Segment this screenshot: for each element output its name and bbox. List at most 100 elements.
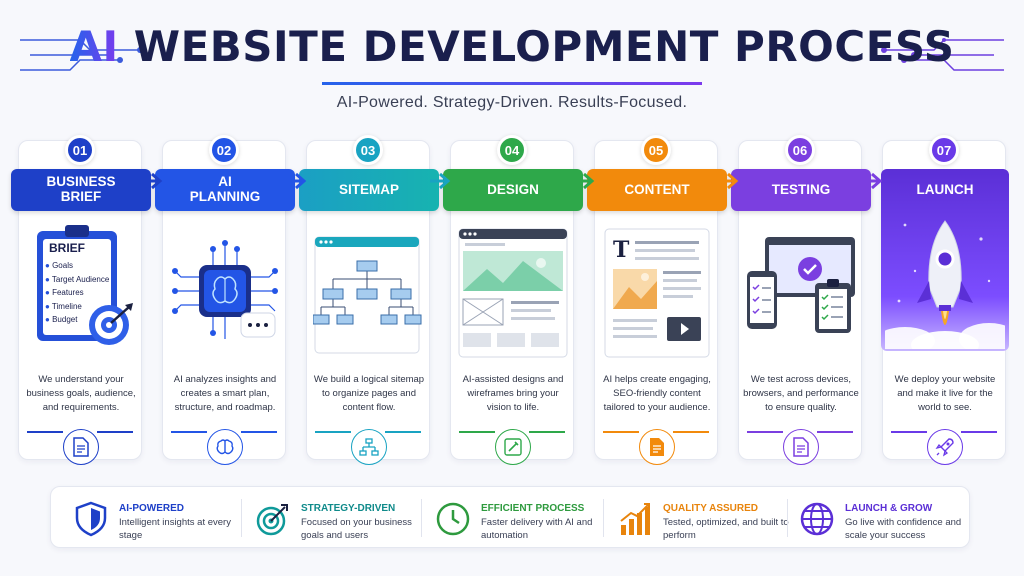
step-card-5: 05 CONTENT T AI helps create engaging, S… bbox=[587, 135, 727, 465]
title-underline bbox=[322, 82, 702, 85]
separator bbox=[421, 499, 422, 537]
title-rest: WEBSITE DEVELOPMENT PROCESS bbox=[133, 22, 955, 71]
step-number: 04 bbox=[497, 135, 527, 165]
brief-item: ● Goals bbox=[45, 261, 73, 270]
feature-efficient-process: EFFICIENT PROCESS Faster delivery with A… bbox=[435, 495, 615, 541]
feature-launch-grow: LAUNCH & GROW Go live with confidence an… bbox=[799, 495, 979, 541]
step-description: AI helps create engaging, SEO-friendly c… bbox=[603, 374, 711, 413]
brief-heading: BRIEF bbox=[49, 241, 85, 255]
arrow-icon bbox=[430, 172, 451, 190]
step-title: LAUNCH bbox=[916, 181, 974, 197]
brain-icon bbox=[207, 429, 243, 465]
feature-desc: Focused on your business goals and users bbox=[301, 517, 412, 541]
brief-list: ● Goals ● Target Audience ● Features ● T… bbox=[45, 259, 109, 327]
separator bbox=[787, 499, 788, 537]
step-title: TESTING bbox=[731, 169, 871, 211]
step-card-4: 04 DESIGN AI-assisted designs and wirefr… bbox=[443, 135, 583, 465]
page-title: AI WEBSITE DEVELOPMENT PROCESS bbox=[0, 22, 1024, 71]
rocket-icon bbox=[927, 429, 963, 465]
checklist-icon bbox=[783, 429, 819, 465]
sitemap-window-illustration bbox=[313, 236, 422, 354]
step-title: CONTENT bbox=[587, 169, 727, 211]
launch-panel bbox=[881, 169, 1009, 351]
feature-quality-assured: QUALITY ASSURED Tested, optimized, and b… bbox=[617, 495, 797, 541]
content-page-illustration: T bbox=[604, 228, 710, 358]
separator bbox=[603, 499, 604, 537]
feature-name: EFFICIENT PROCESS bbox=[481, 503, 585, 514]
testing-devices-illustration bbox=[747, 237, 855, 333]
svg-text:T: T bbox=[613, 237, 630, 263]
feature-name: AI-POWERED bbox=[119, 503, 184, 514]
title-highlight: AI bbox=[69, 22, 119, 71]
page-subtitle: AI-Powered. Strategy-Driven. Results-Foc… bbox=[336, 94, 688, 111]
rocket-illustration bbox=[885, 220, 1005, 349]
step-description: We build a logical sitemap to organize p… bbox=[313, 374, 425, 413]
divider bbox=[171, 431, 207, 433]
clock-icon bbox=[436, 502, 470, 536]
arrow-icon bbox=[862, 172, 883, 190]
step-description: We understand your business goals, audie… bbox=[26, 374, 136, 413]
feature-desc: Faster delivery with AI and automation bbox=[481, 517, 593, 541]
brief-item: ● Budget bbox=[45, 315, 78, 324]
divider bbox=[459, 431, 495, 433]
feature-desc: Go live with confidence and scale your s… bbox=[845, 517, 962, 541]
divider bbox=[385, 431, 421, 433]
step-number: 06 bbox=[785, 135, 815, 165]
arrow-icon bbox=[142, 172, 163, 190]
step-card-6: 06 TESTING We test across devices, brows… bbox=[731, 135, 871, 465]
content-icon bbox=[639, 429, 675, 465]
divider bbox=[27, 431, 63, 433]
separator bbox=[241, 499, 242, 537]
feature-name: QUALITY ASSURED bbox=[663, 503, 759, 514]
circuit-decoration-left bbox=[20, 38, 143, 71]
divider bbox=[603, 431, 639, 433]
divider bbox=[961, 431, 997, 433]
growth-chart-icon bbox=[620, 503, 650, 535]
divider bbox=[529, 431, 565, 433]
divider bbox=[241, 431, 277, 433]
brief-item: ● Timeline bbox=[45, 301, 82, 311]
ai-brain-chip-icon bbox=[172, 240, 278, 339]
feature-desc: Tested, optimized, and built to perform bbox=[663, 517, 789, 541]
divider bbox=[817, 431, 853, 433]
step-title: DESIGN bbox=[443, 169, 583, 211]
target-icon bbox=[256, 504, 288, 536]
sitemap-icon bbox=[351, 429, 387, 465]
step-number: 07 bbox=[929, 135, 959, 165]
arrow-icon bbox=[286, 172, 307, 190]
document-icon bbox=[63, 429, 99, 465]
step-number: 03 bbox=[353, 135, 383, 165]
step-description: AI analyzes insights and creates a smart… bbox=[173, 374, 277, 413]
divider bbox=[673, 431, 709, 433]
feature-ai-powered: AI-POWERED Intelligent insights at every… bbox=[73, 495, 253, 541]
circuit-decoration-right bbox=[881, 38, 1004, 71]
brief-item: ● Features bbox=[45, 288, 84, 297]
arrow-icon bbox=[718, 172, 739, 190]
feature-name: STRATEGY-DRIVEN bbox=[301, 503, 396, 514]
step-description: We test across devices, browsers, and pe… bbox=[743, 374, 859, 413]
globe-icon bbox=[800, 502, 834, 536]
feature-strategy-driven: STRATEGY-DRIVEN Focused on your business… bbox=[255, 495, 435, 541]
divider bbox=[747, 431, 783, 433]
step-number: 01 bbox=[65, 135, 95, 165]
feature-name: LAUNCH & GROW bbox=[845, 503, 933, 514]
step-card-7: 07 LAUNCH We deploy your website and mak… bbox=[881, 135, 1009, 465]
divider bbox=[97, 431, 133, 433]
shield-icon bbox=[75, 501, 107, 537]
features-bar: AI-POWERED Intelligent insights at every… bbox=[50, 486, 970, 548]
step-number: 02 bbox=[209, 135, 239, 165]
brief-item: ● Target Audience bbox=[45, 274, 110, 284]
step-number: 05 bbox=[641, 135, 671, 165]
divider bbox=[315, 431, 351, 433]
feature-desc: Intelligent insights at every stage bbox=[119, 517, 231, 541]
divider bbox=[891, 431, 927, 433]
step-title: SITEMAP bbox=[299, 169, 439, 211]
design-wireframe-illustration bbox=[458, 228, 568, 358]
design-icon bbox=[495, 429, 531, 465]
arrow-icon bbox=[574, 172, 595, 190]
step-description: We deploy your website and make it live … bbox=[894, 374, 996, 413]
step-description: AI-assisted designs and wireframes bring… bbox=[462, 374, 564, 413]
